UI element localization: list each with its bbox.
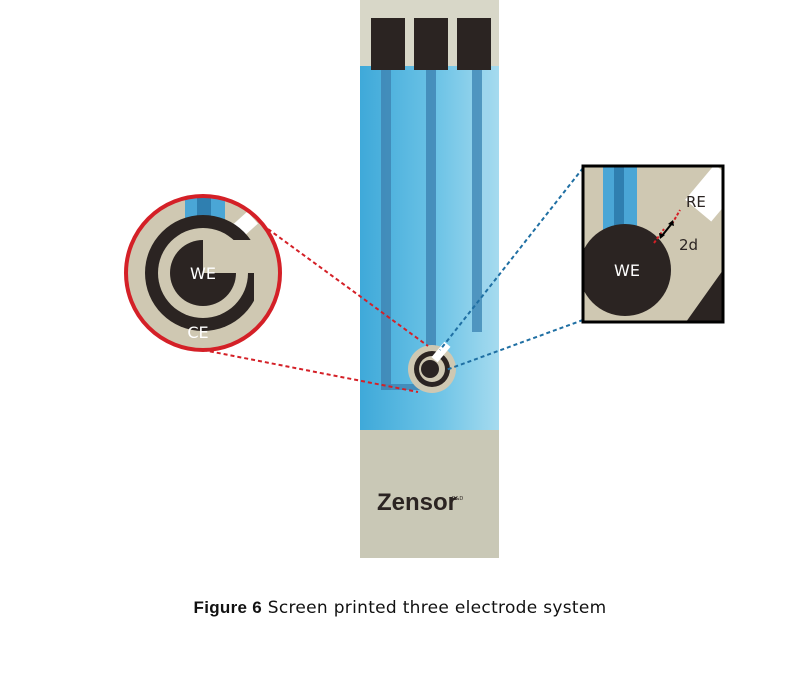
electrode-cell: [408, 341, 456, 393]
right-we-label: WE: [614, 261, 640, 280]
right-gap-label: 2d: [679, 236, 698, 254]
left-ce-label: CE: [187, 323, 208, 342]
brand-mark: R&D: [452, 496, 463, 502]
gap-marker-1: [671, 209, 681, 225]
right-re-label: RE: [686, 193, 706, 211]
sensor-strip: Zensor R&D: [360, 0, 499, 558]
strip-bottom-base: [360, 430, 499, 558]
right-callout: RE 2d WE: [581, 164, 725, 324]
figure-caption: Figure 6 Screen printed three electrode …: [0, 598, 800, 618]
gap-marker-2: [653, 228, 665, 244]
trace-join: [381, 384, 431, 390]
trace-3-light: [482, 80, 490, 330]
left-connector-bottom: [202, 349, 419, 393]
right-connector-bottom: [445, 319, 584, 371]
left-we-label: WE: [190, 264, 216, 283]
left-connector-top: [267, 228, 429, 347]
caption-lead: Figure 6: [193, 598, 263, 617]
contact-pad-1: [371, 18, 405, 70]
trace-1: [381, 70, 391, 390]
trace-2: [426, 70, 436, 360]
contact-pad-2: [414, 18, 448, 70]
brand-logo: Zensor: [377, 489, 457, 516]
left-callout: WE CE: [124, 194, 282, 352]
caption-text: Screen printed three electrode system: [267, 598, 607, 618]
trace-3: [472, 70, 482, 332]
contact-pad-3: [457, 18, 491, 70]
right-connector-top: [439, 167, 584, 351]
